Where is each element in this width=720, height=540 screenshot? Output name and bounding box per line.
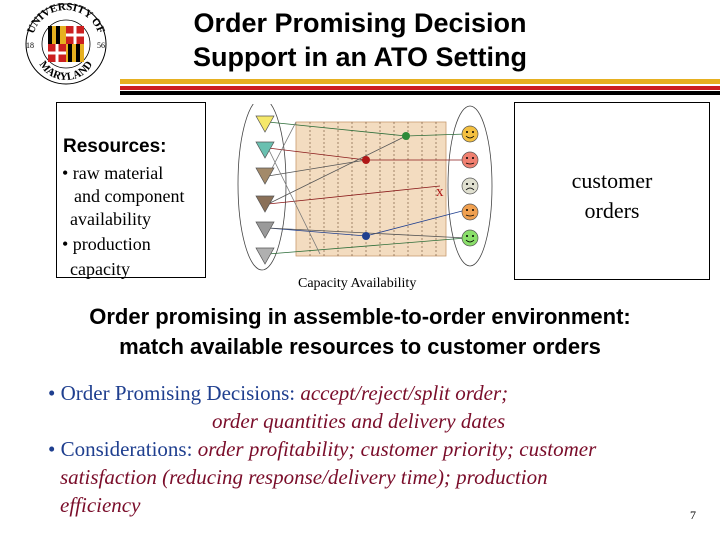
title-line-1: Order Promising Decision [193, 8, 527, 38]
resources-line: • raw material [62, 163, 164, 183]
maryland-flag-shield [48, 26, 84, 62]
brown-triangle-icon [255, 195, 275, 213]
happy-face-icon [461, 125, 479, 143]
customer-label-line-2: orders [584, 198, 640, 223]
bullet-considerations: • Considerations: order profitability; c… [48, 436, 596, 463]
bullet-decisions-cont: order quantities and delivery dates [212, 409, 506, 433]
capacity-grid [295, 121, 447, 257]
reject-mark: x [436, 184, 444, 200]
happy-face-icon [461, 229, 479, 247]
bullet-considerations-line-3: efficiency [60, 493, 141, 517]
brown-triangle-icon [255, 167, 275, 185]
resources-line: and component [74, 186, 185, 206]
yellow-triangle-icon [255, 115, 275, 133]
resources-heading: Resources: [63, 136, 167, 157]
subheading-line-2: match available resources to customer or… [119, 334, 601, 359]
logo-year-right: 56 [97, 41, 105, 50]
slide-title: Order Promising Decision Support in an A… [120, 6, 600, 74]
customer-orders-label: customer orders [514, 166, 710, 226]
resources-line: capacity [70, 259, 130, 279]
resources-line: availability [70, 209, 151, 229]
gray-triangle-icon [255, 221, 275, 239]
neutral-face-icon [461, 203, 479, 221]
university-logo: UNIVERSITY OF MARYLAND 18 56 [25, 1, 107, 85]
junction-dot [362, 232, 370, 240]
customer-orders-box [514, 102, 710, 280]
title-divider [120, 79, 720, 95]
resources-box [56, 102, 206, 278]
gray-triangle-icon [255, 247, 275, 265]
junction-dot [362, 156, 370, 164]
customer-label-line-1: customer [571, 168, 653, 193]
bullet-decisions-text: accept/reject/split order; [300, 381, 509, 405]
logo-year-left: 18 [26, 41, 34, 50]
bullet-considerations-line-2: satisfaction (reducing response/delivery… [60, 465, 548, 489]
bullet-decisions-label: • Order Promising Decisions: [48, 381, 296, 405]
slide-number: 7 [690, 508, 696, 522]
sad-face-icon [461, 177, 479, 195]
title-line-2: Support in an ATO Setting [193, 42, 527, 72]
bullet-considerations-text: order profitability; customer priority; … [197, 437, 597, 461]
junction-dot [402, 132, 410, 140]
bullet-considerations-label: • Considerations: [48, 437, 193, 461]
materials-group-outline [237, 104, 287, 271]
neutral-face-icon [461, 151, 479, 169]
matching-lines [267, 121, 467, 255]
order-matching-diagram: x [237, 104, 493, 271]
bullet-decisions: • Order Promising Decisions: accept/reje… [48, 380, 508, 407]
teal-triangle-icon [255, 141, 275, 159]
customers-group-outline [447, 105, 493, 267]
resources-line: • production [62, 234, 151, 254]
subheading-line-1: Order promising in assemble-to-order env… [89, 304, 631, 329]
capacity-availability-caption: Capacity Availability [298, 276, 417, 291]
